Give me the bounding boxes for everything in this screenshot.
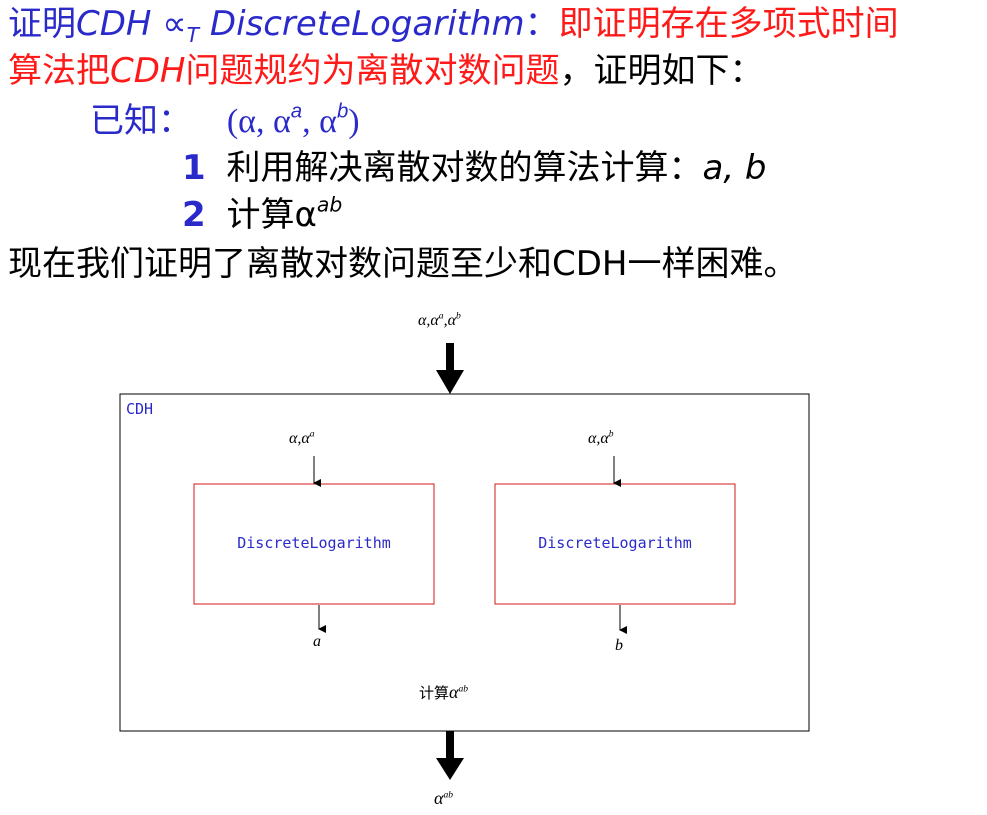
cdh-outer-box	[119, 393, 810, 732]
given-tuple: (α, αa, αb)	[226, 100, 360, 140]
compute-label: 计算αab	[419, 682, 469, 702]
top-input-label: α,αa,αb	[418, 310, 461, 329]
heading-target: DiscreteLogarithm	[209, 4, 525, 44]
step-1-math: a, b	[702, 148, 767, 188]
right-input-label: α,αb	[588, 428, 614, 447]
reduction-symbol: ∝T	[162, 4, 200, 48]
heading-red-text-1: 即证明存在多项式时间	[558, 4, 899, 44]
heading-black-text-2: ，证明如下：	[559, 51, 764, 91]
heading-prefix: 证明	[8, 4, 76, 44]
final-output-label: αab	[434, 788, 454, 808]
right-output-label: b	[615, 637, 623, 654]
heading-colon: ：	[524, 4, 559, 44]
heading-cdh: CDH	[76, 4, 152, 44]
bottom-arrow	[436, 731, 464, 780]
step-1-number: 1	[182, 148, 206, 188]
step-2-text: 计算α	[226, 195, 317, 235]
cdh-box-label: CDH	[126, 400, 154, 418]
step-1: 1 利用解决离散对数的算法计算：a, b	[182, 146, 767, 190]
heading-line-2: 算法把CDH问题规约为离散对数问题，证明如下：	[8, 49, 764, 93]
left-output-label: a	[313, 633, 321, 650]
step-1-text: 利用解决离散对数的算法计算：	[226, 148, 703, 188]
left-box-label: DiscreteLogarithm	[237, 534, 391, 552]
right-box-label: DiscreteLogarithm	[538, 534, 692, 552]
top-arrow	[436, 343, 464, 394]
step-2: 2 计算αab	[182, 193, 342, 237]
conclusion-text: 现在我们证明了离散对数问题至少和CDH一样困难。	[8, 244, 798, 284]
heading-line-1: 证明CDH ∝T DiscreteLogarithm：即证明存在多项式时间	[8, 2, 899, 46]
step-2-number: 2	[182, 195, 206, 235]
heading-red-text-2a: 算法把	[8, 51, 110, 91]
heading-red-text-2b: 问题规约为离散对数问题	[185, 51, 560, 91]
step-2-sup: ab	[316, 192, 343, 217]
given-line: 已知： (α, αa, αb)	[90, 99, 360, 144]
left-input-label: α,αa	[289, 428, 315, 447]
given-label: 已知：	[90, 101, 192, 141]
heading-red-cdh: CDH	[110, 51, 186, 91]
